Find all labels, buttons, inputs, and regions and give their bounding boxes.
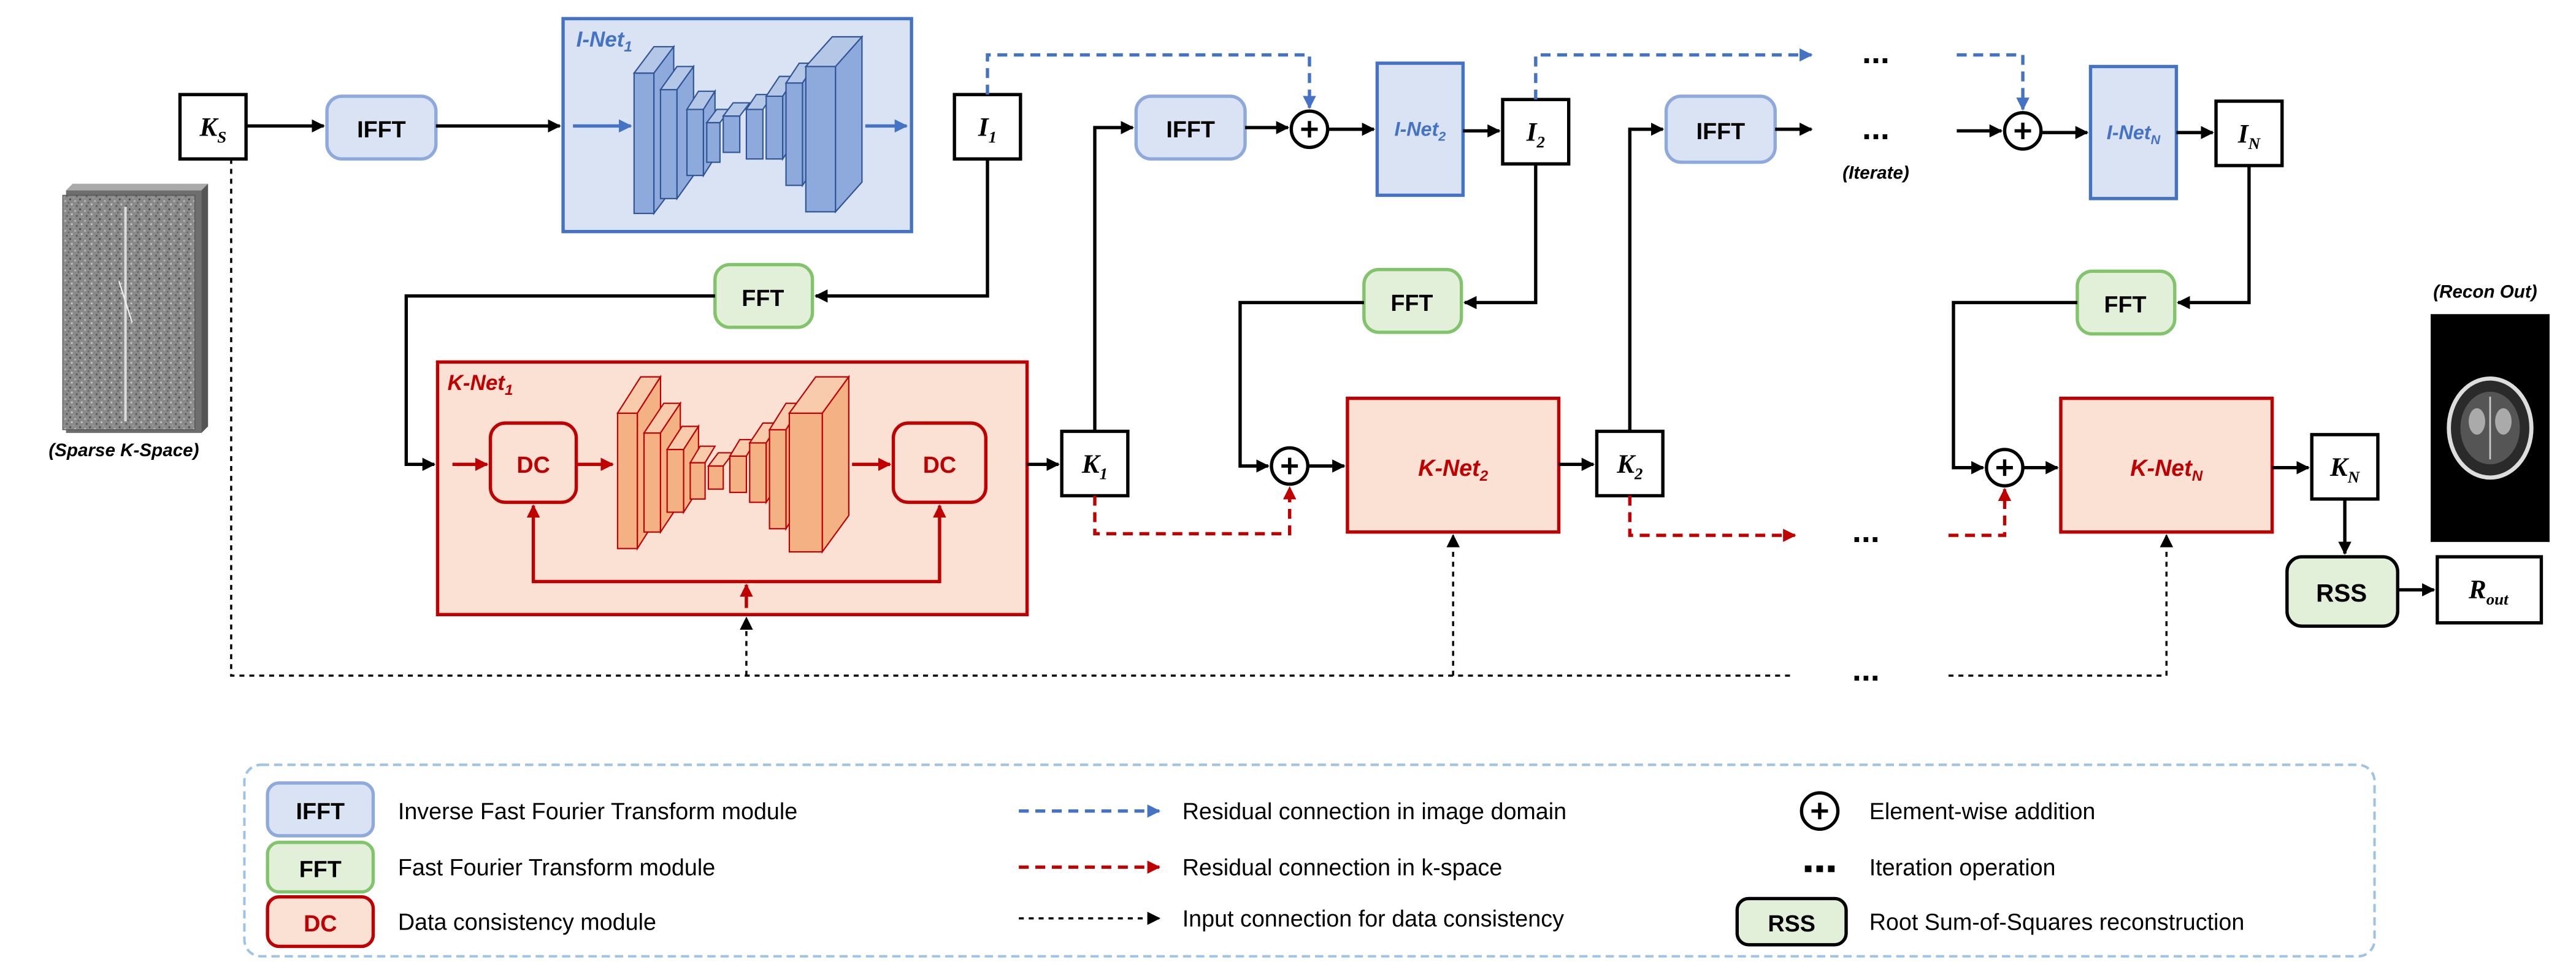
fft-box-1-label: FFT (742, 285, 784, 311)
ellipsis-input: ... (1852, 651, 1880, 688)
knetn-label: K-NetN (2130, 455, 2203, 484)
node-i1: I1 (953, 93, 1022, 161)
inet1-label: I-Net1 (577, 28, 632, 55)
ellipsis-mid: ... (1862, 110, 1890, 147)
node-rout: Rout (2436, 555, 2543, 625)
dc-module-2-label: DC (923, 452, 956, 478)
residual-image-arrows (986, 48, 2030, 111)
sparse-kspace-image (62, 183, 209, 434)
fft-box-2-label: FFT (1390, 290, 1433, 316)
ellipsis-kspace: ... (1852, 513, 1880, 549)
dc-module-1-label: DC (516, 452, 550, 478)
ifft-box-3-label: IFFT (1696, 118, 1746, 144)
add-circle-4 (1985, 448, 2025, 487)
fft-box-1: FFT (713, 262, 815, 329)
input-dc-arrows (230, 159, 2174, 677)
node-ks: KS (178, 93, 248, 161)
legend-fft-desc: Fast Fourier Transform module (398, 855, 715, 881)
node-i2: I2 (1501, 97, 1571, 166)
legend-iter-desc: Iteration operation (1869, 855, 2056, 881)
legend-iter: Iteration operation (1804, 855, 2056, 881)
residual-kspace-arrows (1093, 486, 2012, 542)
dc-module-2 (891, 421, 988, 504)
fft-box-3-label: FFT (2104, 292, 2146, 318)
knetn-block (2059, 396, 2274, 534)
recon-out-image (2431, 314, 2550, 542)
legend-fft: FFT Fast Fourier Transform module (266, 841, 715, 894)
ifft-box-2-label: IFFT (1166, 117, 1215, 142)
legend-input-dc: Input connection for data consistency (1019, 906, 1564, 931)
inet1-unet-icon (632, 35, 864, 216)
node-k1: K1 (1060, 429, 1130, 498)
node-kn: KN (2310, 433, 2380, 501)
legend-res-image: Residual connection in image domain (1019, 798, 1566, 824)
legend-ifft-desc: Inverse Fast Fourier Transform module (398, 798, 797, 824)
node-k1-label: K1 (1081, 450, 1108, 483)
inetn-block (2088, 64, 2179, 201)
node-in: IN (2214, 99, 2284, 167)
knet1-unet-icon (616, 374, 850, 554)
sparse-kspace-caption: (Sparse K-Space) (48, 440, 199, 460)
legend-ifft-box-label: IFFT (296, 798, 345, 824)
legend-rss: RSS Root Sum-of-Squares reconstruction (1735, 896, 2245, 947)
fft-box-2: FFT (1362, 267, 1463, 334)
ifft-box-3: IFFT (1664, 94, 1777, 164)
node-k2: K2 (1595, 429, 1665, 498)
inetn-label: I-NetN (2107, 121, 2161, 147)
recon-out-caption: (Recon Out) (2433, 281, 2537, 302)
ellipsis-top: ... (1862, 34, 1890, 71)
legend-res-kspace-desc: Residual connection in k-space (1183, 855, 1503, 881)
legend-res-kspace: Residual connection in k-space (1019, 855, 1502, 881)
legend-dc-desc: Data consistency module (398, 909, 656, 935)
legend-res-image-desc: Residual connection in image domain (1183, 798, 1566, 824)
legend-add: Element-wise addition (1800, 791, 2096, 831)
ifft-box-2: IFFT (1134, 94, 1247, 161)
legend-rss-desc: Root Sum-of-Squares reconstruction (1869, 909, 2245, 935)
add-circle-3 (1270, 446, 1310, 486)
legend-dc: DC Data consistency module (266, 895, 656, 949)
rss-module-label: RSS (2316, 579, 2367, 607)
node-ks-label: KS (199, 113, 226, 147)
node-i1-label: I1 (978, 113, 997, 147)
node-kn-label: KN (2329, 453, 2361, 486)
node-k2-label: K2 (1616, 450, 1643, 483)
knet2-label: K-Net2 (1418, 455, 1489, 484)
knet1-label: K-Net1 (448, 371, 513, 399)
legend-rss-box-label: RSS (1768, 911, 1815, 936)
legend-dc-box-label: DC (304, 911, 337, 936)
flow-arrows (246, 119, 2436, 597)
add-circle-1 (1289, 109, 1330, 150)
iterate-caption: (Iterate) (1842, 163, 1909, 183)
add-circle-2 (2003, 111, 2043, 151)
node-in-label: IN (2237, 120, 2261, 153)
ifft-box-1-label: IFFT (357, 117, 406, 142)
inet2-block (1375, 61, 1465, 197)
fft-box-3: FFT (2076, 269, 2177, 336)
legend-add-desc: Element-wise addition (1869, 798, 2096, 824)
inet2-label: I-Net2 (1395, 118, 1446, 144)
legend-box (243, 763, 2376, 958)
legend-fft-box-label: FFT (299, 856, 342, 882)
legend-input-dc-desc: Input connection for data consistency (1183, 906, 1564, 931)
node-i2-label: I2 (1526, 118, 1545, 151)
node-rout-label: Rout (2468, 575, 2509, 608)
ifft-box-1: IFFT (325, 94, 438, 161)
legend-ifft: IFFT Inverse Fast Fourier Transform modu… (266, 781, 797, 838)
